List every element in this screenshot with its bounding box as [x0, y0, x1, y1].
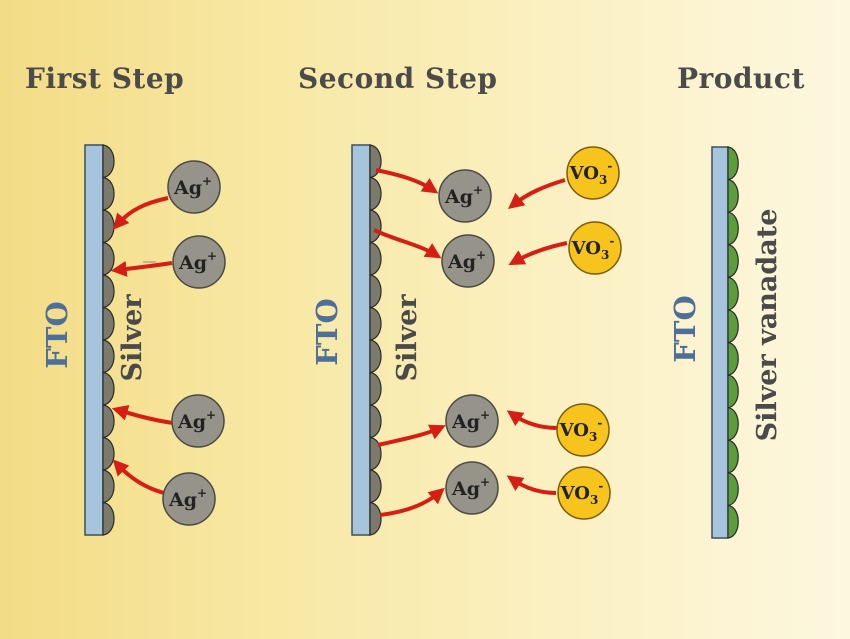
second-step-panel: FTO Silver Ag+ Ag+ Ag+ Ag+ VO3- VO3- VO3…: [310, 144, 622, 536]
arrow-1a: [112, 196, 169, 230]
vo3-ion-circle: [566, 146, 620, 200]
deposit-bump: [727, 244, 739, 279]
vo3-ion-2d: VO3-: [557, 466, 611, 520]
fto-substrate-3: [711, 146, 729, 539]
fto-label-2: FTO: [310, 298, 344, 365]
deposit-bump: [727, 309, 739, 344]
fto-substrate-2: [351, 144, 371, 536]
deposit-bump: [102, 241, 115, 276]
deposit-bump: [727, 504, 739, 539]
deposit-bump: [102, 404, 115, 439]
silver-layer-1: [102, 144, 115, 536]
deposit-bump: [369, 404, 382, 439]
deposit-bump: [102, 144, 115, 179]
deposit-bump: [102, 469, 115, 504]
deposit-bump: [102, 339, 115, 374]
ag-ion-2c: Ag+: [445, 394, 499, 448]
silver-vanadate-layer: [727, 146, 739, 539]
deposit-bump: [369, 209, 382, 244]
silver-label-1: Silver: [117, 294, 148, 382]
deposit-bump: [369, 274, 382, 309]
deposit-bump: [102, 274, 115, 309]
arrow-1b: [110, 260, 173, 277]
deposit-bump: [369, 436, 382, 471]
ag-ion-circle: [162, 472, 216, 526]
fto-substrate-1: [84, 144, 104, 536]
product-title: Product: [677, 62, 805, 95]
deposit-bump: [727, 276, 739, 311]
first-step-panel: FTO Silver Ag+ Ag+ Ag+ Ag+: [40, 144, 226, 536]
ag-ion-1b: Ag+: [172, 235, 226, 289]
deposit-bump: [727, 211, 739, 246]
deposit-bump: [102, 176, 115, 211]
vo3-ion-2b: VO3-: [568, 221, 622, 275]
arrow-2b: [373, 228, 442, 259]
ag-ion-circle: [171, 394, 225, 448]
ag-ion-2d: Ag+: [445, 461, 499, 515]
ag-ion-circle: [445, 461, 499, 515]
vo3-ion-circle: [556, 403, 610, 457]
silver-vanadate-label: Silver vanadate: [752, 209, 783, 442]
vo3-ion-circle: [557, 466, 611, 520]
deposit-bump: [102, 371, 115, 406]
silver-label-2: Silver: [392, 294, 423, 382]
ag-ion-circle: [445, 394, 499, 448]
arrow-2c: [377, 424, 446, 447]
ag-ion-1d: Ag+: [162, 472, 216, 526]
arrow-1d: [112, 459, 165, 495]
deposit-bump: [727, 178, 739, 213]
vo3-ion-2c: VO3-: [556, 403, 610, 457]
product-panel: FTO Silver vanadate: [668, 146, 783, 539]
ag-ion-circle: [172, 235, 226, 289]
arrow-2f: [508, 241, 568, 266]
deposit-bump: [727, 341, 739, 376]
deposit-bump: [369, 501, 382, 536]
deposit-bump: [102, 501, 115, 536]
deposit-bump: [727, 406, 739, 441]
deposit-bump: [369, 371, 382, 406]
arrow-2e: [508, 178, 566, 209]
deposit-bump: [727, 374, 739, 409]
ag-ion-2b: Ag+: [441, 234, 495, 288]
deposit-bump: [727, 472, 739, 507]
deposit-bump: [369, 176, 382, 211]
second-step-title: Second Step: [298, 62, 498, 95]
deposit-bump: [102, 306, 115, 341]
ag-ion-circle: [167, 160, 221, 214]
vo3-ion-circle: [568, 221, 622, 275]
arrow-1c: [111, 405, 174, 425]
deposit-bump: [369, 339, 382, 374]
ag-ion-1a: Ag+: [167, 160, 221, 214]
deposit-bump: [102, 209, 115, 244]
fto-label-1: FTO: [40, 301, 74, 368]
ag-ion-2a: Ag+: [438, 169, 492, 223]
vo3-ion-2a: VO3-: [566, 146, 620, 200]
arrow-2d: [379, 487, 445, 517]
deposit-bump: [369, 306, 382, 341]
deposit-bump: [369, 469, 382, 504]
first-step-title: First Step: [25, 62, 185, 95]
ag-ion-circle: [438, 169, 492, 223]
arrow-2g: [506, 410, 558, 430]
deposit-bump: [727, 439, 739, 474]
ag-ion-circle: [441, 234, 495, 288]
silver-layer-2: [369, 144, 382, 536]
arrow-2h: [506, 475, 557, 495]
vo3-ion-label: VO3-: [560, 479, 604, 507]
deposit-bump: [369, 241, 382, 276]
deposit-bump: [102, 436, 115, 471]
fto-label-3: FTO: [668, 295, 702, 362]
arrow-2a: [375, 168, 439, 194]
deposit-bump: [727, 146, 739, 181]
ag-ion-1c: Ag+: [171, 394, 225, 448]
ag-ion-label: Ag+: [178, 249, 217, 274]
